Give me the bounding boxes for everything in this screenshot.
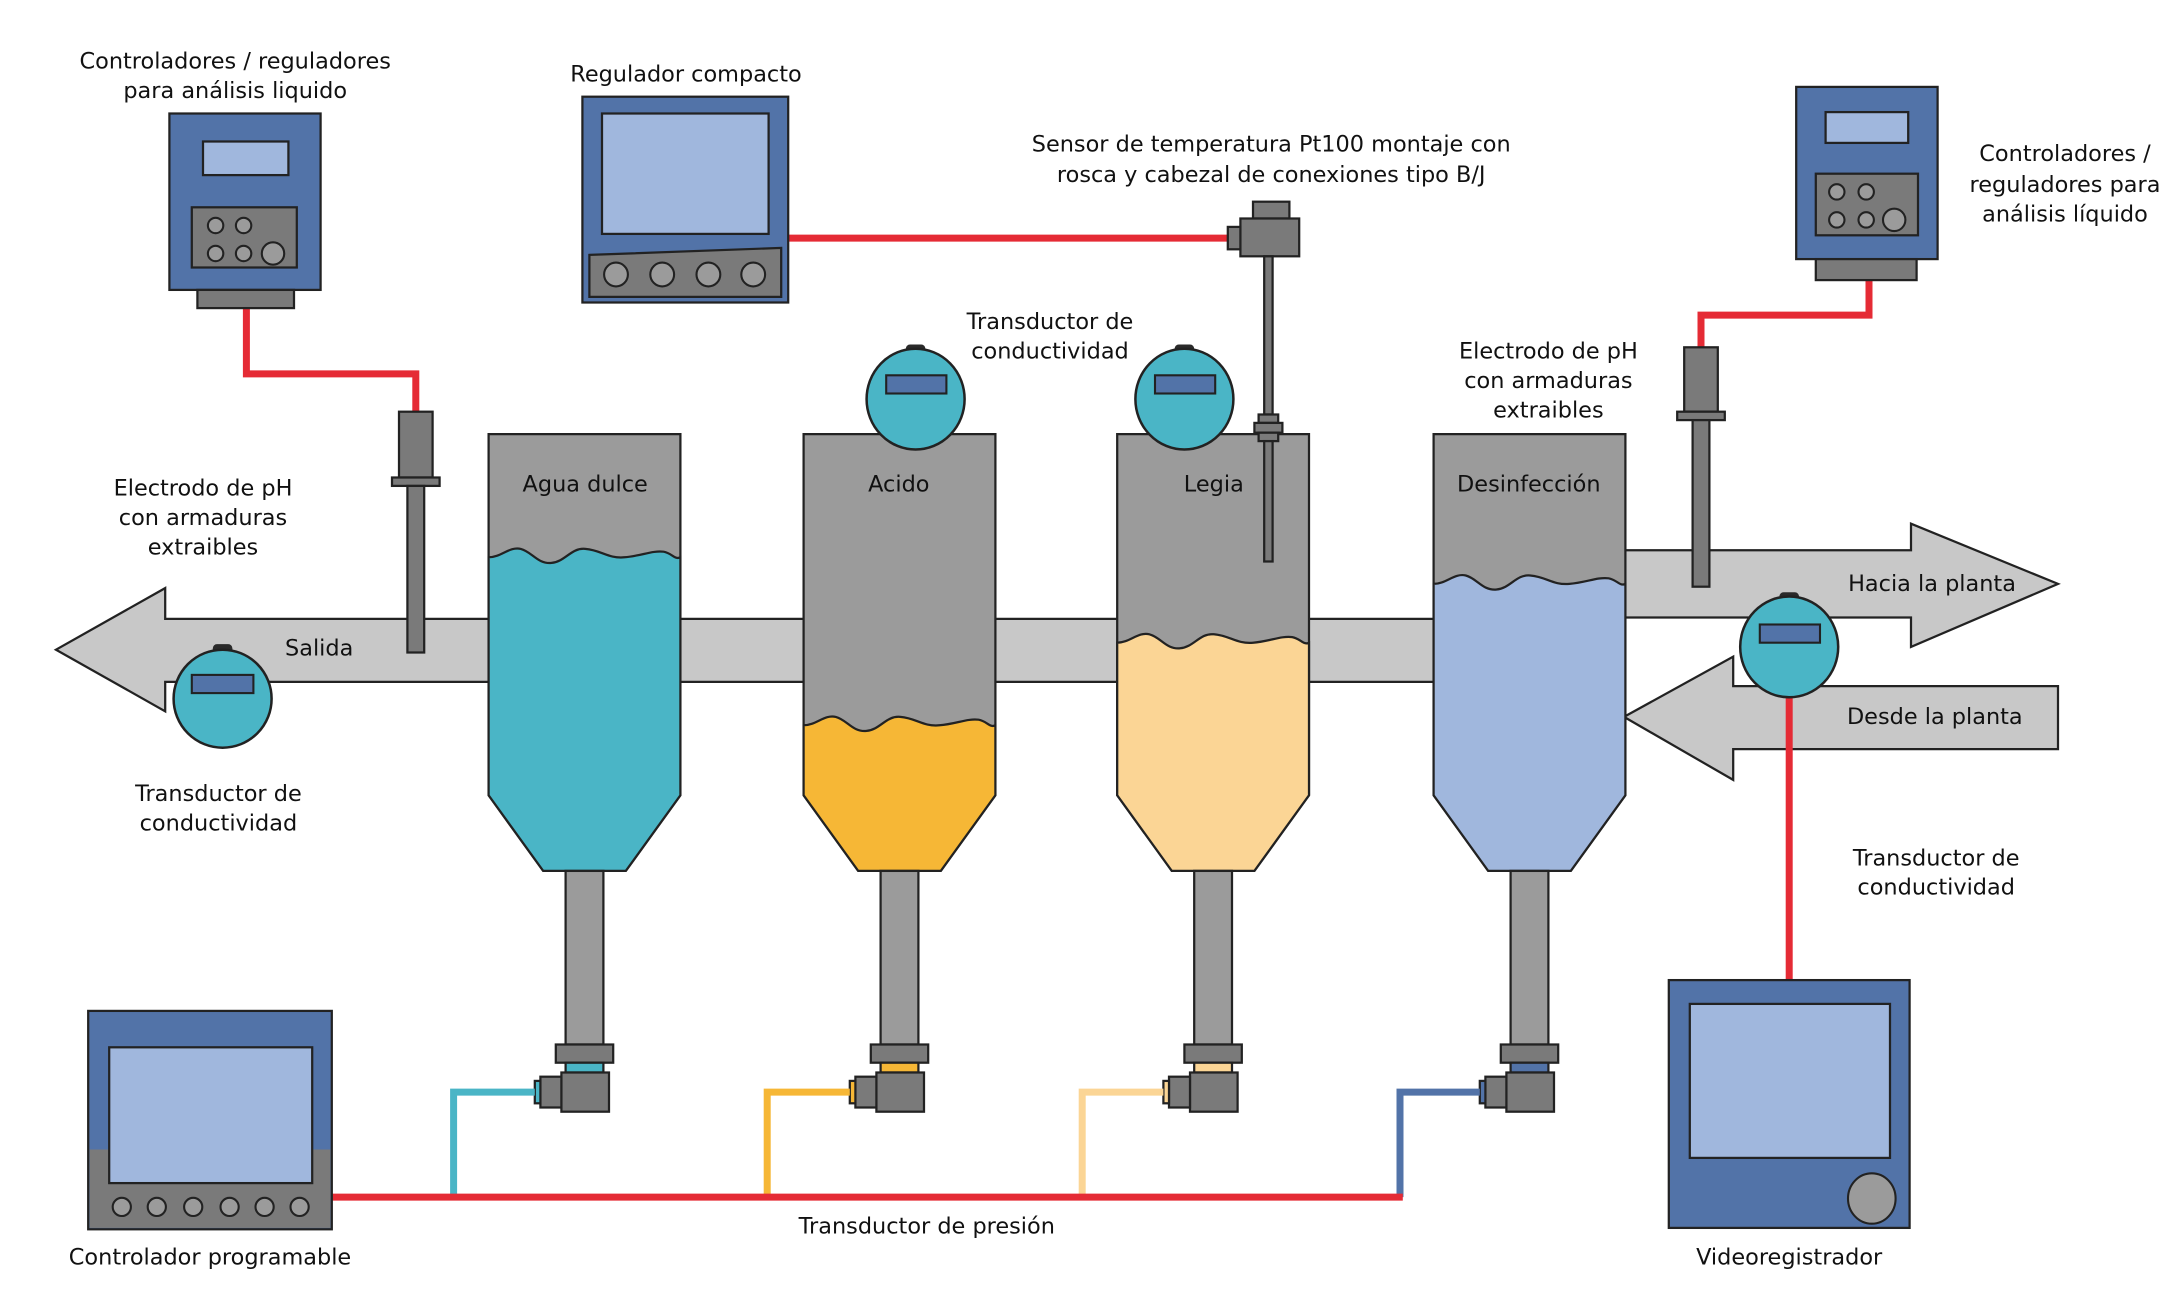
tank-label: Acido — [868, 472, 929, 498]
pressure-transducer-2[interactable] — [763, 869, 930, 1198]
trans-cond-left-label-1: Transductor de — [134, 781, 302, 807]
trans-cond-top-label-1: Transductor de — [966, 309, 1134, 335]
conductivity-transducer-acido[interactable] — [865, 344, 966, 451]
regulador-compacto-label: Regulador compacto — [570, 61, 801, 87]
temperature-sensor-pt100[interactable] — [1226, 200, 1301, 563]
transductor-presion-label: Transductor de presión — [798, 1214, 1055, 1240]
sensor-temp-label-1: Sensor de temperatura Pt100 montaje con — [1032, 131, 1511, 157]
desde-planta-arrow — [1621, 654, 2060, 782]
sensor-temp-label-2: rosca y cabezal de conexiones tipo B/J — [1057, 162, 1486, 188]
pressure-transducer-3[interactable] — [1078, 869, 1243, 1198]
tank-legia[interactable]: Legia — [1116, 432, 1311, 873]
controller-left[interactable] — [168, 112, 322, 310]
controlador-programable[interactable] — [87, 1009, 333, 1231]
controller-right-label-3: análisis líquido — [1982, 201, 2148, 227]
hacia-planta-label: Hacia la planta — [1848, 571, 2016, 597]
tank-label: Desinfección — [1457, 472, 1600, 498]
controlador-programable-label: Controlador programable — [69, 1244, 351, 1270]
tank-desinfeccion[interactable]: Desinfección — [1432, 432, 1627, 873]
trans-cond-right-label-1: Transductor de — [1852, 845, 2020, 871]
controller-right-label-1: Controladores / — [1979, 141, 2151, 167]
left-controller-cable — [242, 306, 420, 412]
conductivity-transducer-legia[interactable] — [1134, 344, 1235, 451]
controller-left-label-1: Controladores / reguladores — [79, 49, 390, 75]
controller-right[interactable] — [1795, 85, 1939, 282]
pressure-transducer-4[interactable] — [1396, 869, 1560, 1198]
ph-right-label-2: con armaduras — [1464, 368, 1632, 394]
ph-electrode-right[interactable] — [1676, 346, 1726, 588]
salida-label: Salida — [285, 635, 353, 661]
controller-left-label-2: para análisis liquido — [123, 78, 347, 104]
tank-label: Legia — [1184, 472, 1244, 498]
trans-cond-top-label-2: conductividad — [971, 339, 1129, 365]
conductivity-transducer-left[interactable] — [172, 644, 273, 749]
signal-line-desinfeccion — [1396, 1088, 1480, 1198]
hacia-planta-pipe: Hacia la planta — [1620, 522, 2061, 649]
tank-label: Agua dulce — [523, 472, 648, 498]
conductivity-transducer-right[interactable] — [1738, 592, 1840, 699]
controller-right-label-2: reguladores para — [1970, 172, 2161, 198]
ph-left-label-2: con armaduras — [119, 505, 287, 531]
tank-agua-dulce[interactable]: Agua dulce — [487, 432, 682, 873]
ph-right-label-1: Electrodo de pH — [1459, 339, 1638, 365]
videoregistrador[interactable] — [1667, 978, 1911, 1230]
videoregistrador-label: Videoregistrador — [1696, 1244, 1883, 1270]
tank-acido[interactable]: Acido — [802, 432, 997, 873]
trans-cond-left-label-2: conductividad — [140, 810, 298, 836]
signal-line-agua-dulce — [450, 1088, 535, 1198]
ph-electrode-left[interactable] — [390, 410, 441, 654]
signal-line-acido — [763, 1088, 850, 1198]
ph-left-label-1: Electrodo de pH — [114, 476, 293, 502]
right-controller-cable — [1697, 280, 1873, 348]
trans-cond-right-label-2: conductividad — [1857, 875, 2015, 901]
regulador-compacto[interactable] — [581, 95, 790, 304]
pressure-transducer-1[interactable] — [450, 869, 615, 1198]
signal-line-legia — [1078, 1088, 1164, 1198]
hacia-planta-arrow — [1620, 522, 2061, 649]
ph-right-label-3: extraibles — [1493, 397, 1603, 423]
desde-planta-pipe: Desde la planta — [1621, 654, 2060, 782]
desde-planta-label: Desde la planta — [1847, 704, 2023, 730]
ph-left-label-3: extraibles — [148, 535, 258, 561]
